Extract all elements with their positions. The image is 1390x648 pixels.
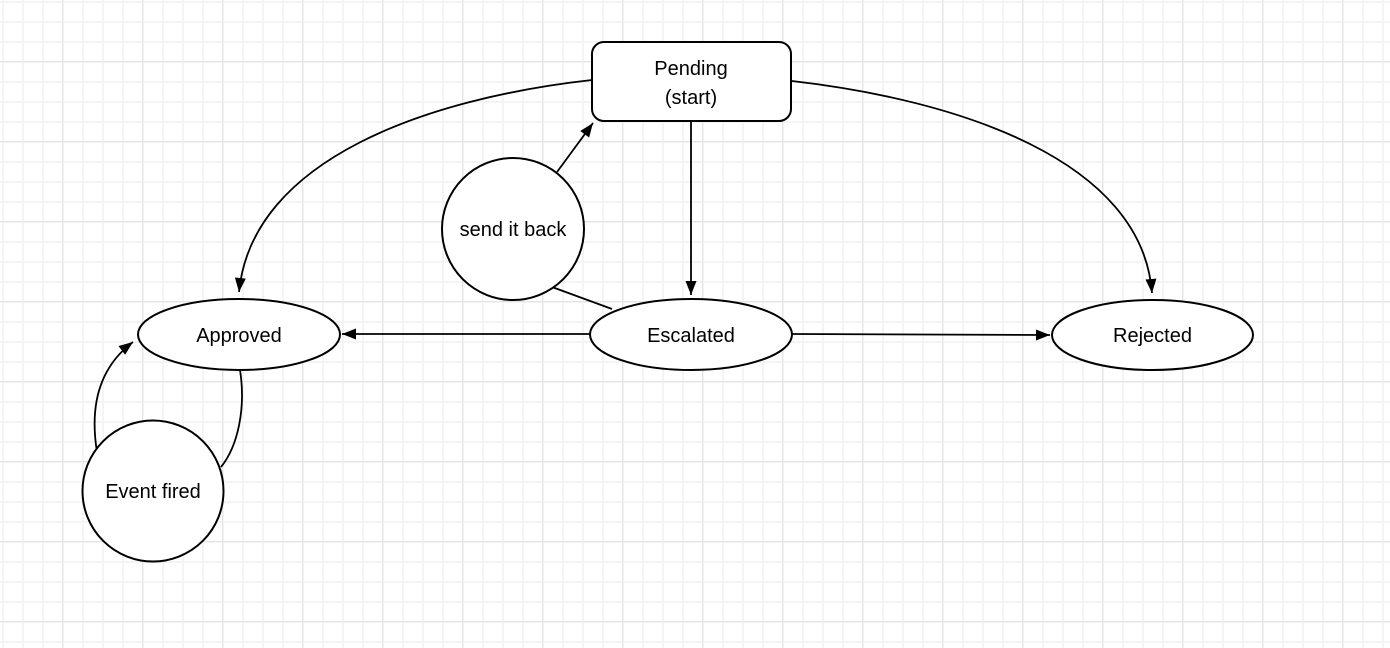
- edge-event-fired-approved[interactable]: [93, 341, 134, 453]
- approved-shape[interactable]: [137, 298, 341, 371]
- escalated-shape[interactable]: [589, 298, 793, 371]
- pending-label-line1: Pending: [654, 58, 727, 80]
- node-event-fired[interactable]: Event fired: [81, 419, 225, 563]
- pending-label-line2: (start): [665, 87, 717, 109]
- edges-layer: [93, 79, 1157, 468]
- approved-label: Approved: [196, 325, 282, 347]
- node-approved[interactable]: Approved: [137, 298, 341, 371]
- edge-pending-rejected[interactable]: [791, 80, 1157, 294]
- rejected-shape[interactable]: [1051, 299, 1254, 371]
- escalated-label: Escalated: [647, 325, 735, 347]
- edge-escalated-rejected[interactable]: [791, 329, 1051, 341]
- send-it-back-label: send it back: [460, 219, 568, 241]
- edge-send-it-back-pending[interactable]: [556, 122, 594, 173]
- pending-shape[interactable]: [591, 41, 792, 122]
- edge-pending-approved[interactable]: [234, 79, 593, 293]
- rejected-label: Rejected: [1113, 325, 1192, 347]
- node-escalated[interactable]: Escalated: [589, 298, 793, 371]
- edge-escalated-send-it-back[interactable]: [551, 286, 613, 310]
- node-send-it-back[interactable]: send it back: [441, 157, 585, 301]
- node-rejected[interactable]: Rejected: [1051, 299, 1254, 371]
- node-pending[interactable]: Pending (start): [591, 41, 792, 122]
- event-fired-label: Event fired: [105, 481, 201, 503]
- event-fired-shape[interactable]: [81, 419, 225, 563]
- send-it-back-shape[interactable]: [441, 157, 585, 301]
- edge-approved-event-fired[interactable]: [220, 369, 243, 468]
